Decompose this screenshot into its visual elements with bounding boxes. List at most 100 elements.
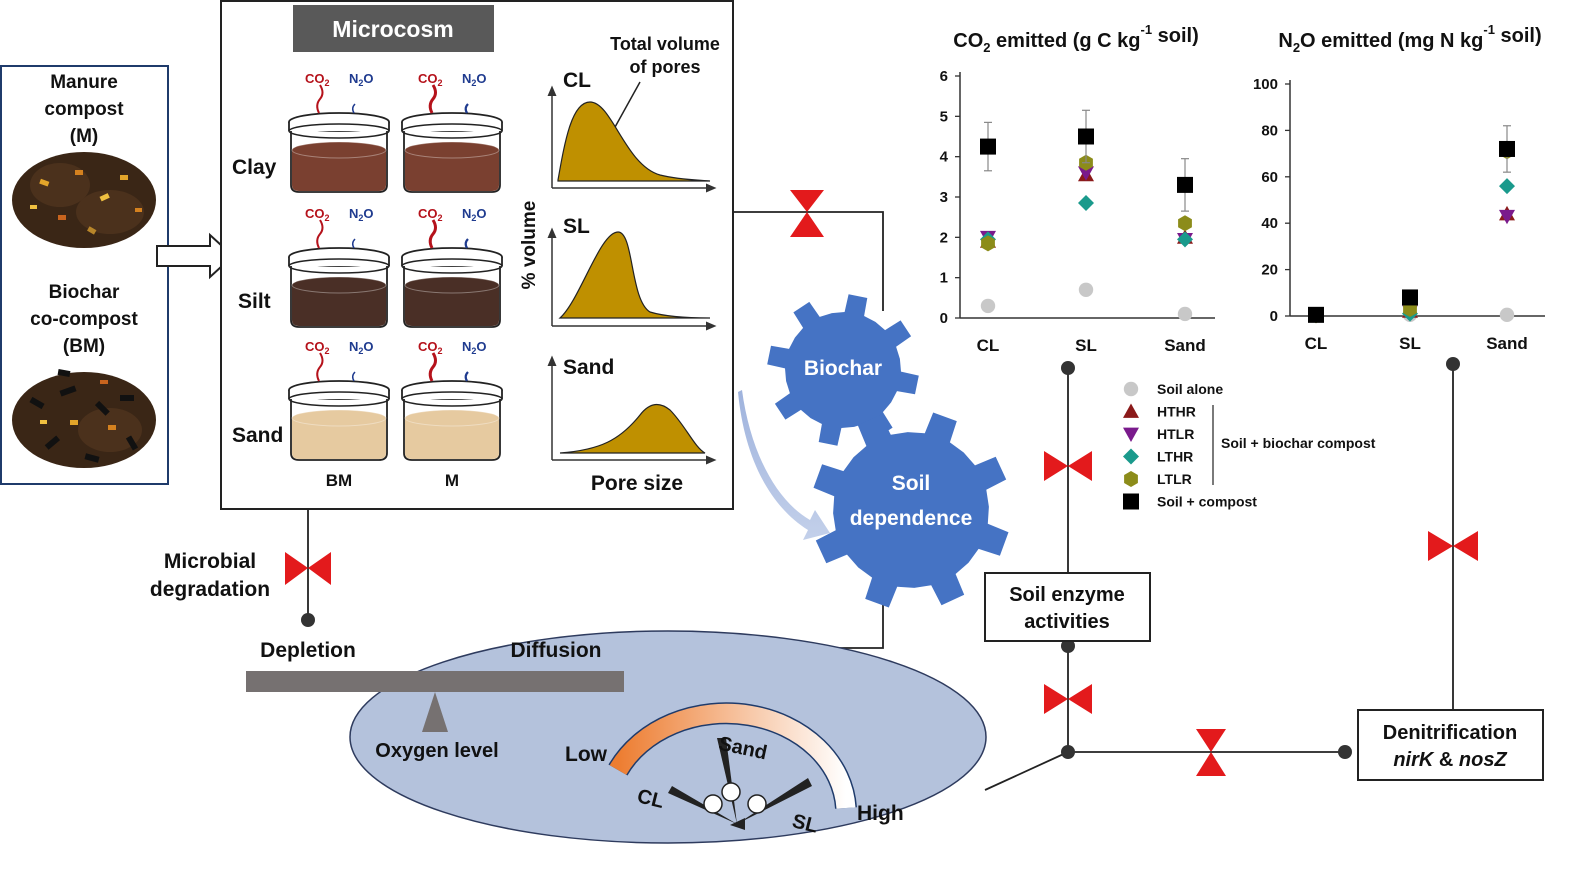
soil-label-clay: Clay bbox=[232, 156, 277, 179]
legend-label: Soil + compost bbox=[1157, 494, 1257, 510]
valve-icon bbox=[285, 552, 331, 585]
data-point bbox=[1402, 289, 1418, 306]
co2-label: CO2 bbox=[418, 339, 443, 356]
co2-flux-arrow bbox=[428, 352, 437, 382]
n2o-label: N2O bbox=[462, 71, 487, 88]
y-tick-label: 0 bbox=[940, 310, 948, 327]
biochar-label-3: (BM) bbox=[63, 336, 105, 357]
gene-nosz: nosZ bbox=[1459, 749, 1508, 771]
microbial-label-2: degradation bbox=[150, 578, 270, 601]
gears: Biochar Soil dependence bbox=[738, 294, 1009, 608]
soil-fill bbox=[292, 418, 386, 459]
n2o-flux-arrow bbox=[351, 103, 356, 114]
depletion-label: Depletion bbox=[260, 639, 356, 662]
chart-title: CO2 emitted (g C kg-1 soil) bbox=[953, 22, 1198, 55]
co2-flux-arrow bbox=[428, 84, 437, 114]
column-label-m: M bbox=[445, 471, 459, 490]
y-tick-label: 100 bbox=[1253, 76, 1278, 93]
data-point bbox=[1308, 306, 1324, 323]
n2o-label: N2O bbox=[462, 206, 487, 223]
soil-fill bbox=[292, 285, 386, 326]
manure-label-3: (M) bbox=[70, 126, 98, 147]
data-point bbox=[1177, 176, 1193, 193]
gauge-high-label: High bbox=[857, 802, 904, 825]
pore-panel-label-sand: Sand bbox=[563, 356, 614, 379]
co2-label: CO2 bbox=[305, 71, 330, 88]
legend-label: HTHR bbox=[1157, 404, 1196, 420]
jar-icon: CO2 N2O bbox=[401, 71, 503, 193]
valve-icon bbox=[1044, 451, 1092, 481]
n2o-label: N2O bbox=[349, 71, 374, 88]
valve-icon bbox=[1196, 729, 1226, 776]
n2o-flux-arrow bbox=[464, 371, 469, 382]
data-point bbox=[1123, 403, 1139, 418]
data-point bbox=[1124, 471, 1138, 487]
soil-label-sand: Sand bbox=[232, 424, 283, 447]
pore-xlabel: Pore size bbox=[591, 472, 683, 495]
biochar-gear-icon bbox=[767, 294, 919, 446]
n2o-flux-arrow bbox=[351, 371, 356, 382]
data-point bbox=[980, 298, 996, 314]
data-point bbox=[1078, 166, 1094, 181]
y-tick-label: 40 bbox=[1261, 215, 1278, 232]
soil-label-silt: Silt bbox=[238, 290, 271, 313]
data-point bbox=[1177, 231, 1193, 248]
y-tick-label: 5 bbox=[940, 108, 948, 125]
valves bbox=[285, 190, 1478, 776]
denitrification-box bbox=[1357, 709, 1544, 781]
x-tick-label: SL bbox=[1075, 336, 1097, 355]
y-tick-label: 60 bbox=[1261, 169, 1278, 186]
y-tick-label: 0 bbox=[1270, 308, 1278, 325]
manure-label-1: Manure bbox=[50, 72, 118, 93]
microcosm-title: Microcosm bbox=[332, 16, 453, 42]
data-point bbox=[1499, 209, 1515, 225]
soil-fill bbox=[405, 150, 499, 191]
y-tick-label: 6 bbox=[940, 68, 948, 85]
x-tick-label: CL bbox=[977, 336, 1000, 355]
x-tick-label: Sand bbox=[1164, 336, 1206, 355]
data-point bbox=[1078, 282, 1094, 297]
y-tick-label: 20 bbox=[1261, 262, 1278, 279]
manure-label-2: compost bbox=[44, 99, 124, 120]
pore-curve-sl bbox=[547, 227, 717, 331]
valve-icon bbox=[1044, 684, 1092, 714]
microbial-label-1: Microbial bbox=[164, 550, 256, 573]
biochar-label-2: co-compost bbox=[30, 309, 138, 330]
chart-title: N2O emitted (mg N kg-1 soil) bbox=[1278, 22, 1541, 55]
gear-label-biochar: Biochar bbox=[804, 357, 882, 380]
biochar-label-1: Biochar bbox=[49, 282, 120, 303]
pore-annotation-1: Total volume bbox=[610, 34, 720, 54]
n2o-flux-arrow bbox=[464, 238, 469, 249]
valve-icon bbox=[1428, 531, 1478, 561]
n2o-label: N2O bbox=[349, 206, 374, 223]
oxygen-process: Microbial degradation Depletion Diffusio… bbox=[150, 550, 1544, 844]
n2o-flux-arrow bbox=[464, 103, 469, 114]
legend-label: HTLR bbox=[1157, 426, 1194, 442]
data-point bbox=[1499, 307, 1515, 323]
n2o-chart: N2O emitted (mg N kg-1 soil)020406080100… bbox=[1253, 22, 1545, 353]
enzyme-label-2: activities bbox=[1024, 611, 1110, 633]
data-point bbox=[1177, 306, 1193, 322]
microcosm-to-gears-line bbox=[734, 211, 884, 311]
data-point bbox=[1499, 178, 1515, 195]
co2-label: CO2 bbox=[305, 206, 330, 223]
co2-label: CO2 bbox=[418, 71, 443, 88]
diffusion-label: Diffusion bbox=[511, 639, 602, 662]
gear-label-soil-2: dependence bbox=[850, 507, 973, 530]
legend-label: LTLR bbox=[1157, 471, 1192, 487]
soil-fill bbox=[405, 285, 499, 326]
gene-nirk: nirK bbox=[1393, 749, 1435, 771]
data-point bbox=[1178, 215, 1192, 232]
seesaw-fulcrum bbox=[422, 692, 448, 732]
enzyme-label-1: Soil enzyme bbox=[1009, 584, 1125, 606]
enzyme-box bbox=[984, 572, 1151, 642]
data-point bbox=[1499, 140, 1515, 157]
x-tick-label: CL bbox=[1305, 334, 1328, 353]
